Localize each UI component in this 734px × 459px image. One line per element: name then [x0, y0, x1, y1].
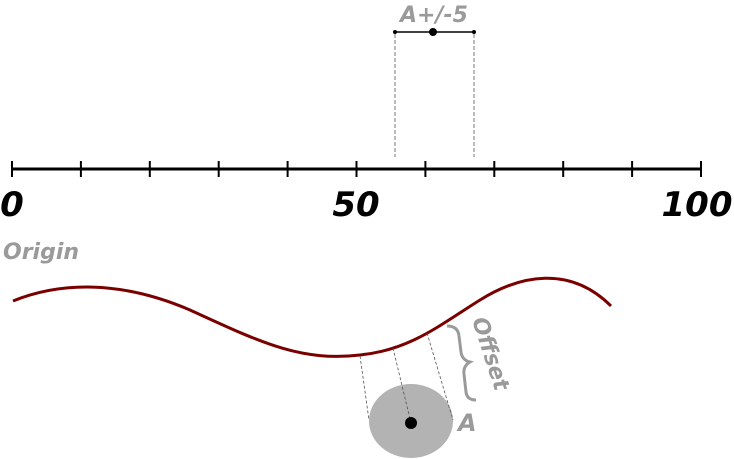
offset-annotation: Offset — [446, 314, 514, 402]
projection-line-center — [392, 347, 412, 424]
offset-brace — [446, 324, 477, 402]
projection-line-left — [359, 355, 370, 421]
number-line-ticks — [11, 161, 702, 177]
point-a — [405, 417, 417, 429]
interval-label: A+/-5 — [398, 3, 468, 28]
interval-right-end — [472, 30, 476, 34]
tick-label-100: 100 — [662, 185, 733, 225]
number-line: 0 50 100 — [0, 161, 732, 225]
origin-label: Origin — [3, 240, 79, 265]
tick-label-0: 0 — [0, 185, 24, 225]
interval-marker: A+/-5 — [393, 3, 476, 157]
offset-label: Offset — [466, 314, 514, 395]
tick-label-50: 50 — [332, 185, 379, 225]
point-a-label: A — [456, 409, 477, 437]
interval-left-end — [393, 30, 397, 34]
interval-center-point — [429, 28, 437, 36]
wave-curve — [12, 276, 613, 358]
projection-region: A — [359, 332, 477, 458]
projection-line-right — [426, 332, 454, 421]
